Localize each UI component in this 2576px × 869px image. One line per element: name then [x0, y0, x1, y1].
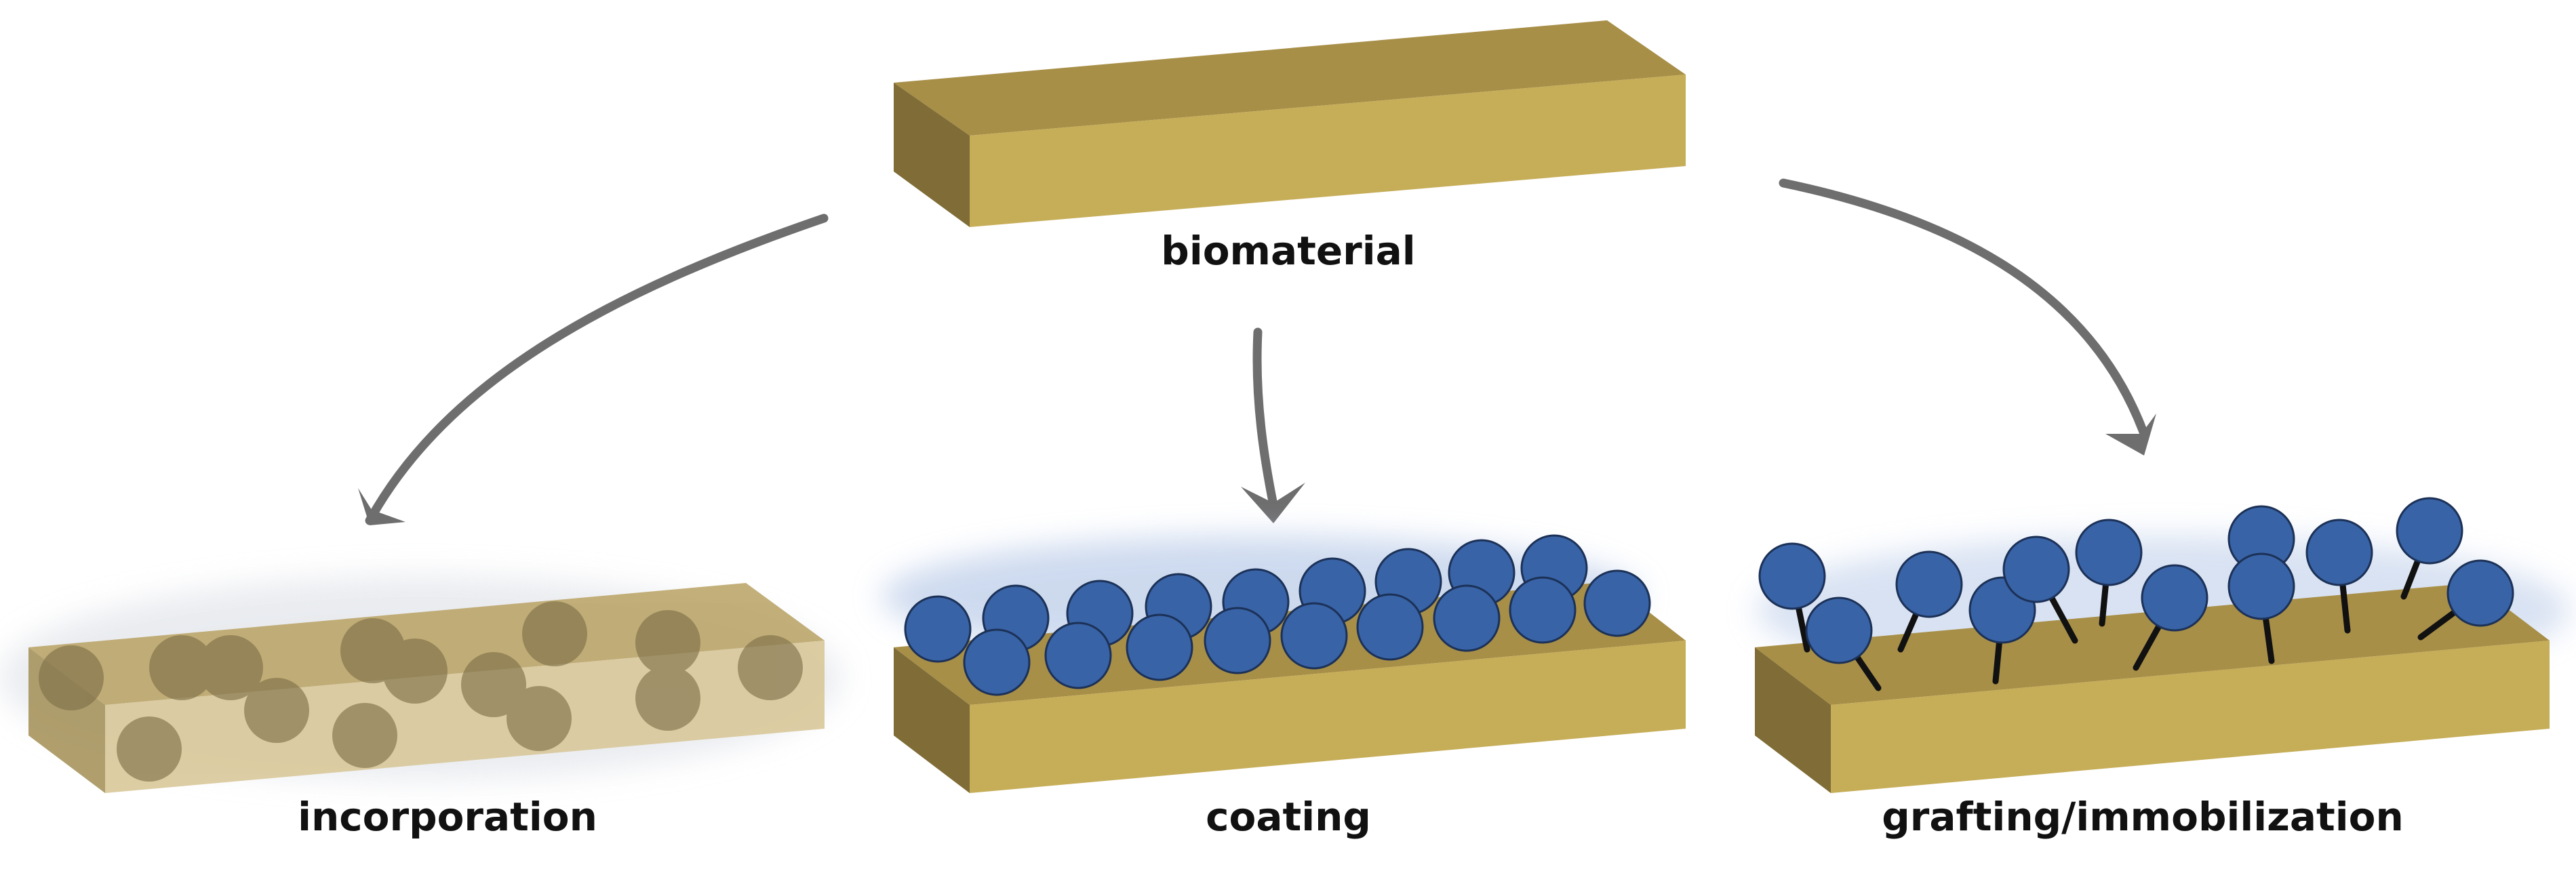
sphere-icon — [1433, 584, 1501, 652]
sphere-icon — [1280, 602, 1348, 670]
sphere-icon — [1758, 542, 1826, 610]
curved-arrow-icon — [1252, 327, 1278, 510]
embedded-particle — [198, 635, 263, 700]
grafting-label: grafting/immobilization — [1882, 794, 2404, 840]
grafting-panel — [1755, 497, 2570, 793]
sphere-icon — [2075, 519, 2143, 586]
arrowhead-coating — [1241, 483, 1305, 523]
biomaterial-slab-side — [894, 83, 970, 227]
sphere-icon — [2396, 497, 2463, 565]
sphere-icon — [1126, 613, 1193, 681]
grafted-spheres — [1758, 497, 2514, 664]
incorporation-label: incorporation — [298, 794, 597, 840]
biomaterial-slab-top — [894, 20, 1686, 136]
sphere-icon — [1356, 593, 1424, 661]
coating-label: coating — [1206, 794, 1371, 840]
grafting-slab-side — [1755, 647, 1831, 793]
sphere-icon — [1583, 569, 1651, 637]
grafting-slab-front — [1831, 641, 2550, 793]
sphere-icon — [2305, 519, 2373, 586]
arrows — [358, 178, 2156, 525]
curved-arrow-icon — [365, 214, 829, 525]
sphere-icon — [1805, 597, 1873, 664]
embedded-particle — [522, 601, 587, 666]
embedded-particle — [461, 652, 526, 717]
sphere-icon — [1204, 607, 1271, 674]
sphere-icon — [1509, 576, 1577, 644]
embedded-particle — [244, 678, 309, 743]
sphere-icon — [904, 595, 972, 663]
sphere-icon — [2446, 559, 2514, 627]
biomaterial-slab-front — [970, 75, 1686, 227]
embedded-particle — [117, 716, 182, 782]
incorporation-panel — [0, 576, 841, 793]
biomaterial-slab — [894, 20, 1686, 227]
sphere-icon — [2227, 552, 2295, 620]
embedded-particle — [635, 666, 700, 731]
embedded-particle — [149, 635, 214, 700]
sphere-icon — [2141, 564, 2208, 632]
coating-spheres — [904, 534, 1651, 696]
embedded-particle — [382, 639, 448, 704]
coating-slab-front — [970, 641, 1686, 793]
biomaterial-label: biomaterial — [1161, 228, 1415, 274]
coating-panel — [881, 534, 1686, 793]
embedded-particle — [332, 703, 397, 768]
embedded-particle — [635, 610, 700, 675]
sphere-icon — [1895, 550, 1963, 618]
embedded-particle — [507, 686, 572, 751]
curved-arrow-icon — [1779, 178, 2149, 439]
coating-slab-side — [894, 647, 970, 793]
embedded-particle — [738, 635, 803, 700]
sphere-icon — [963, 628, 1031, 696]
arrowhead-incorporation — [358, 488, 405, 525]
embedded-particles — [39, 601, 803, 782]
sphere-icon — [2002, 535, 2070, 603]
arrowhead-grafting — [2105, 413, 2156, 456]
sphere-icon — [1044, 622, 1112, 689]
embedded-particle — [39, 645, 104, 710]
